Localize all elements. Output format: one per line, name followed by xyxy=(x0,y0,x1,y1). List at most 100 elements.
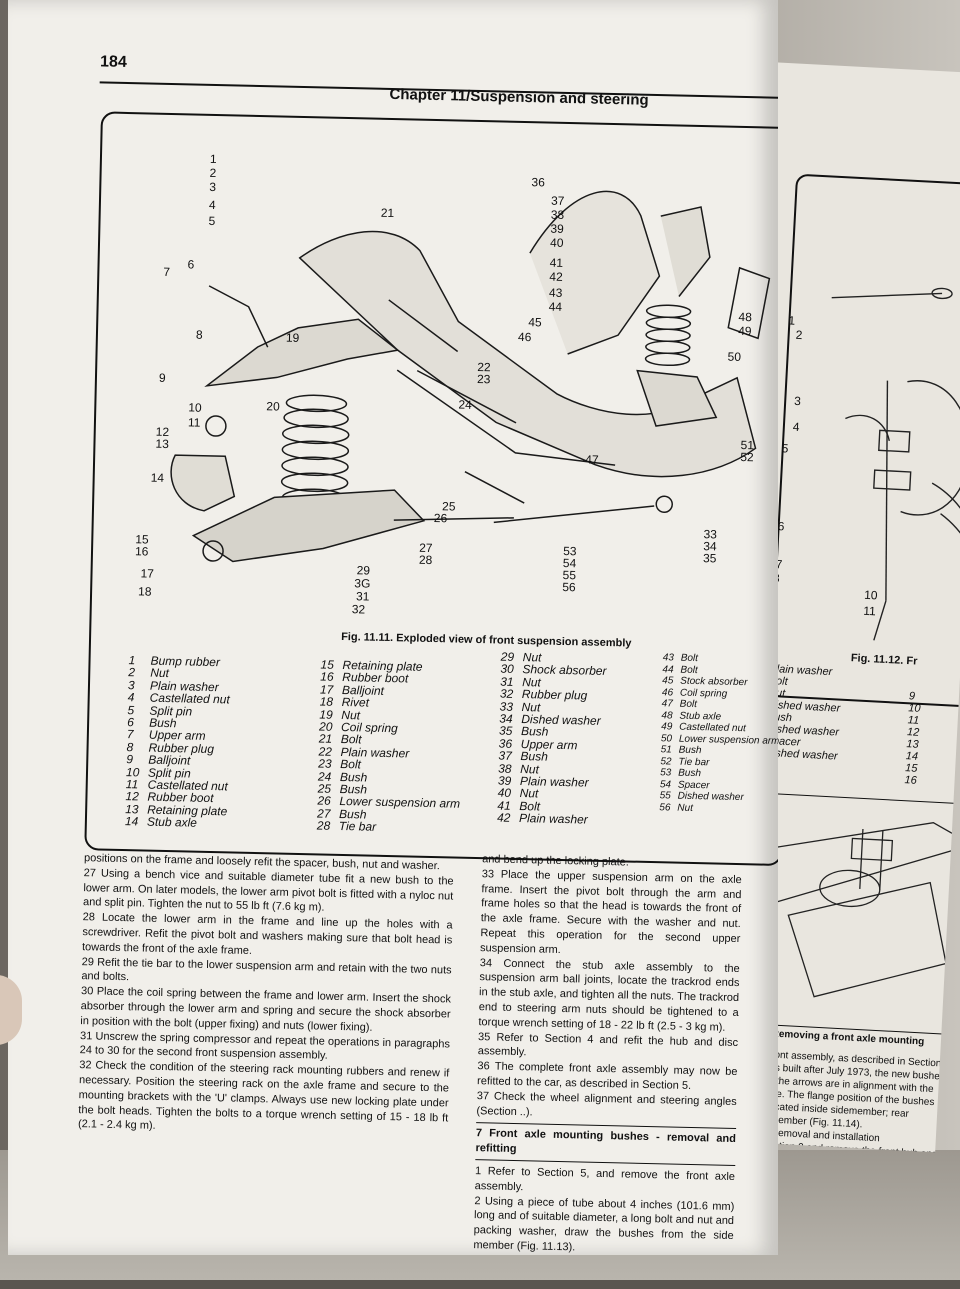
legend-label: Tie bar xyxy=(338,819,377,835)
paragraph: 2 Using a piece of tube about 4 inches (… xyxy=(473,1194,735,1254)
legend-number: 10 xyxy=(908,702,921,715)
callout-46: 46 xyxy=(517,329,532,345)
paragraph: 28 Locate the lower arm in the frame and… xyxy=(81,911,453,957)
legend-number: 11 xyxy=(907,714,920,727)
figure-11-12-frame xyxy=(768,173,960,708)
legend-number: 55 xyxy=(659,790,671,802)
legend-item: 56 Nut xyxy=(659,801,778,816)
legend-number: 9 xyxy=(908,690,916,703)
legend-label: Bush xyxy=(678,744,702,757)
legend-number: 12 xyxy=(906,726,920,739)
legend-label: Plain washer xyxy=(518,811,588,827)
callout-44: 44 xyxy=(548,299,563,314)
legend-label: Bush xyxy=(678,767,702,780)
callout-21: 21 xyxy=(380,205,395,221)
legend-number: 43 xyxy=(662,652,675,664)
legend-number: 15 xyxy=(904,762,918,775)
legend-label: Spacer xyxy=(677,779,710,791)
callout-4: 4 xyxy=(792,419,800,435)
callout-9: 9 xyxy=(158,370,166,385)
callout-17: 17 xyxy=(140,566,155,581)
callout-20: 20 xyxy=(266,399,280,414)
legend-number: 51 xyxy=(660,744,672,756)
callout-2: 2 xyxy=(209,165,217,180)
legend-number: 49 xyxy=(661,721,673,733)
section-heading: 7 Front axle mounting bushes - removal a… xyxy=(475,1122,737,1166)
callout-40: 40 xyxy=(549,235,564,250)
legend-number: 46 xyxy=(661,686,674,698)
callout-1: 1 xyxy=(788,313,796,328)
figure-11-12-drawing xyxy=(831,287,960,641)
chapter-title: Chapter 11/Suspension and steering xyxy=(389,85,649,109)
callout-24: 24 xyxy=(458,397,472,412)
legend-label: Nut xyxy=(677,802,694,814)
callout-10: 10 xyxy=(188,400,202,415)
legend-number: 42 xyxy=(496,810,511,826)
callout-6: 6 xyxy=(187,257,195,272)
callout-13: 13 xyxy=(155,436,170,451)
callout-1: 1 xyxy=(209,151,217,166)
legend-number: 48 xyxy=(661,709,673,721)
callout-38: 38 xyxy=(550,207,565,222)
callout-2: 2 xyxy=(795,327,803,343)
callout-16: 16 xyxy=(134,544,149,559)
callout-32: 32 xyxy=(351,602,366,617)
finger xyxy=(0,975,22,1045)
callout-52: 52 xyxy=(740,449,754,465)
callout-11: 11 xyxy=(862,603,877,619)
legend-label: Tie bar xyxy=(678,756,710,768)
callout-47: 47 xyxy=(585,452,599,467)
callout-5: 5 xyxy=(781,441,789,456)
page-number: 184 xyxy=(99,53,128,71)
callout-18: 18 xyxy=(137,584,152,599)
callout-8: 8 xyxy=(195,327,203,342)
body-text-right-column: and bend up the locking plate.33 Place t… xyxy=(473,852,743,1255)
callout-4: 4 xyxy=(208,197,216,212)
callout-49: 49 xyxy=(738,323,752,339)
callout-7: 7 xyxy=(163,264,171,279)
paragraph: 37 Check the wheel alignment and steerin… xyxy=(476,1089,737,1118)
legend-number: 14 xyxy=(905,750,919,763)
suspension-diagram xyxy=(170,190,771,563)
legend-number: 54 xyxy=(659,778,672,790)
callout-6: 6 xyxy=(777,519,785,534)
callout-28: 28 xyxy=(418,552,433,567)
callout-23: 23 xyxy=(476,371,491,387)
legend-number: 16 xyxy=(904,774,918,787)
legend-number: 45 xyxy=(662,675,674,687)
paragraph: 32 Check the condition of the steering r… xyxy=(77,1059,450,1133)
legend-number: 50 xyxy=(660,732,673,744)
body-text-left-column: positions on the frame and loosely refit… xyxy=(78,851,454,1140)
callout-11: 11 xyxy=(187,415,201,430)
legend-number: 47 xyxy=(661,698,673,710)
callout-41: 41 xyxy=(549,255,564,270)
callout-50: 50 xyxy=(727,349,742,364)
legend-number: 44 xyxy=(662,663,674,675)
paragraph: 34 Connect the stub axle assembly to the… xyxy=(478,956,740,1034)
callout-19: 19 xyxy=(285,330,300,345)
page-content: 184 Chapter 11/Suspension and steering xyxy=(78,53,778,1255)
legend-label: Bolt xyxy=(680,652,699,665)
callout-14: 14 xyxy=(150,470,165,485)
legend-number: 14 xyxy=(124,814,139,829)
callout-3: 3 xyxy=(793,393,802,409)
callout-5: 5 xyxy=(208,213,216,228)
legend-label: Stub axle xyxy=(146,814,198,831)
callout-36: 36 xyxy=(531,175,546,190)
legend-number: 56 xyxy=(659,801,671,813)
callout-3: 3 xyxy=(209,179,217,194)
callout-48: 48 xyxy=(738,309,753,325)
callout-10: 10 xyxy=(863,587,878,603)
legend-number: 28 xyxy=(316,818,331,834)
callout-42: 42 xyxy=(549,269,563,284)
legend-number: 13 xyxy=(906,738,919,751)
paragraph: 33 Place the upper suspension arm on the… xyxy=(479,867,742,956)
callout-45: 45 xyxy=(528,315,542,330)
legend-number: 53 xyxy=(660,767,672,779)
callout-39: 39 xyxy=(550,221,564,236)
